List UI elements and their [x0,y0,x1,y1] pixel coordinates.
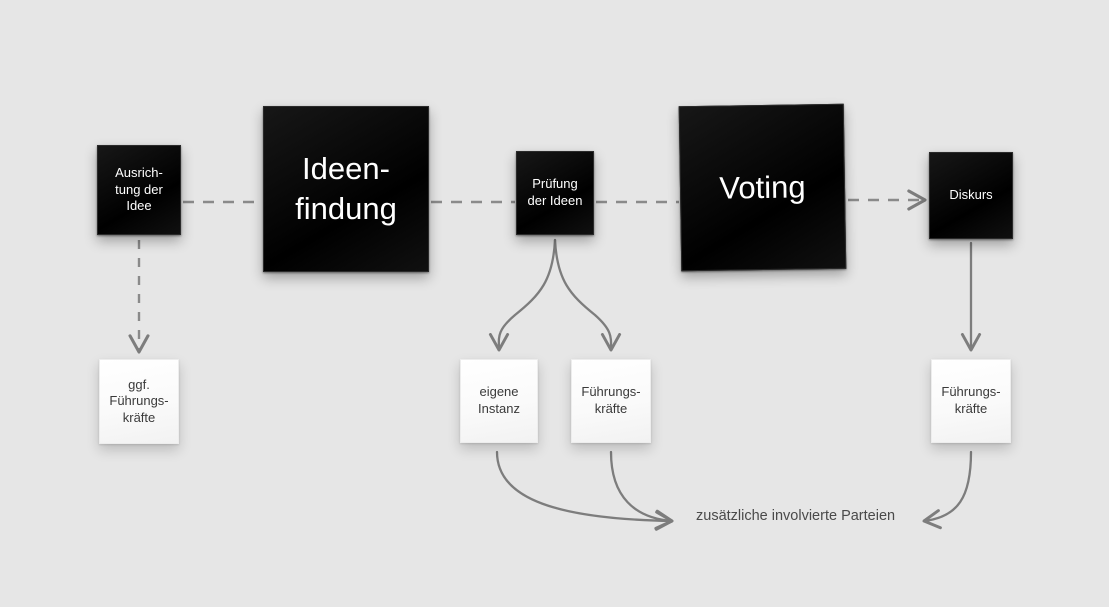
node-label: Führungs- kräfte [941,384,1001,416]
node-label: Voting [719,168,806,206]
node-label: Führungs- kräfte [581,384,641,416]
label-zusaetzliche-involvierte-parteien: zusätzliche involvierte Parteien [696,508,896,524]
node-eigene-instanz[interactable]: eigene Instanz [460,359,538,443]
node-label: eigene Instanz [478,384,520,416]
connector-pruefung-to-eigene-instanz [488,238,557,352]
node-fuehrungskraefte-mitte[interactable]: Führungs- kräfte [571,359,651,443]
node-label: Prüfung der Ideen [527,176,583,208]
node-ideenfindung[interactable]: Ideen- findung [263,106,429,272]
connector-fuehrungskraefte-rechts-to-parteien [922,450,973,530]
node-fuehrungskraefte-rechts[interactable]: Führungs- kräfte [931,359,1011,443]
node-pruefung-der-ideen[interactable]: Prüfung der Ideen [516,151,594,235]
node-label: Ideen- findung [295,151,397,226]
connector-fuehrungskraefte-mitte-to-parteien [609,450,674,530]
node-voting[interactable]: Voting [678,103,847,272]
node-ausrichtung-der-idee[interactable]: Ausrich- tung der Idee [97,145,181,235]
connector-pruefung-to-fuehrungskraefte-mitte [553,238,622,352]
node-diskurs[interactable]: Diskurs [929,152,1013,239]
node-label: ggf. Führungs- kräfte [109,376,169,425]
node-ggf-fuehrungskraefte[interactable]: ggf. Führungs- kräfte [99,359,179,444]
node-label: Diskurs [949,187,993,203]
connector-eigene-instanz-to-parteien [495,450,674,531]
node-label: Ausrich- tung der Idee [115,165,163,214]
